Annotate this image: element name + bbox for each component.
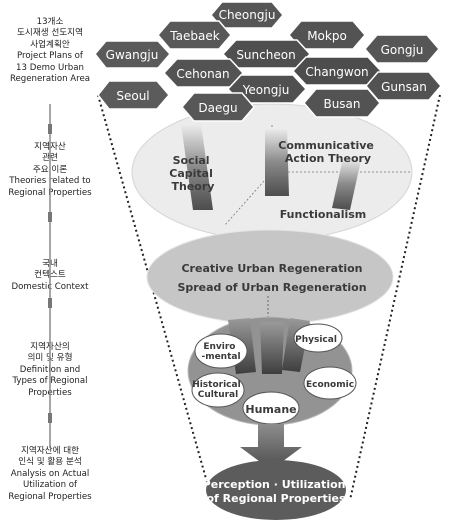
communicative-action-line: Action Theory <box>285 152 371 165</box>
down-arrow <box>240 424 302 470</box>
domestic-line-creative: Creative Urban Regeneration <box>181 262 362 275</box>
property-humane: Humane <box>242 391 300 425</box>
city-hexagon-seoul: Seoul <box>97 80 170 110</box>
timeline-marker <box>48 124 52 134</box>
timeline-marker <box>48 298 52 308</box>
communicative-action-line: Communicative <box>278 139 374 152</box>
result-line: of Regional Properties <box>207 492 346 505</box>
city-label: Changwon <box>305 65 368 79</box>
city-label: Yeongju <box>242 83 290 97</box>
city-hexagon-yeongju: Yeongju <box>226 74 308 104</box>
city-hexagon-busan: Busan <box>303 88 381 118</box>
timeline-marker <box>48 413 52 423</box>
property-types-layer: Enviro -mental Physical Historical Cultu… <box>187 316 357 426</box>
left-label-line: 13개소 <box>36 17 64 27</box>
left-label-line: 지역자산에 대한 <box>20 446 80 456</box>
property-physical: Physical <box>293 323 343 353</box>
left-label-line: Regeneration Area <box>9 74 91 85</box>
property-label: Enviro -mental <box>201 342 240 362</box>
city-hexagon-gunsan: Gunsan <box>365 71 442 101</box>
property-label: Humane <box>245 403 296 416</box>
property-label: Historical Cultural <box>192 380 244 400</box>
left-label-line: 13 Demo Urban <box>16 62 84 73</box>
city-label: Cehonan <box>176 67 229 81</box>
left-label-demo-areas: 13개소 도시재생 선도지역 사업계획안 Project Plans of 13… <box>0 17 100 85</box>
social-capital-line: Capital <box>169 167 213 180</box>
funnel-left-edge <box>97 94 213 501</box>
city-label: Gongju <box>381 43 424 57</box>
city-label: Daegu <box>198 101 237 115</box>
property-label-line: Cultural <box>198 390 238 400</box>
domestic-ellipse <box>146 229 394 325</box>
funnel-right-edge <box>349 94 441 501</box>
functionalism-strip <box>332 158 361 210</box>
timeline-marker <box>48 212 52 222</box>
social-capital-line: Social <box>173 154 210 167</box>
left-label-line: 인식 및 활용 분석 <box>18 457 82 468</box>
city-hexagon-daegu: Daegu <box>181 92 255 122</box>
city-hexagon-changwon: Changwon <box>291 56 383 86</box>
domestic-layer: Creative Urban Regeneration Spread of Ur… <box>146 229 394 325</box>
property-label: Physical <box>295 335 337 345</box>
left-timeline <box>48 104 52 448</box>
property-label-line: -mental <box>201 352 240 362</box>
city-hexagon-gwangju: Gwangju <box>94 40 172 69</box>
city-label: Cheongju <box>219 8 276 22</box>
city-cluster: Cheongju Taebaek Mokpo Gwangju Suncheon … <box>94 1 442 122</box>
left-label-analysis: 지역자산에 대한 인식 및 활용 분석 Analysis on Actual U… <box>0 446 100 503</box>
city-label: Taebaek <box>169 29 219 43</box>
city-hexagon-gongju: Gongju <box>364 34 440 64</box>
left-label-line: 사업계획안 <box>30 39 70 50</box>
city-label: Gunsan <box>381 80 427 94</box>
left-label-line: 도시재생 선도지역 <box>17 28 83 39</box>
result-layer: Perception · Utilization of Regional Pro… <box>203 460 350 520</box>
city-label: Gwangju <box>106 48 159 62</box>
communicative-action-label: Communicative Action Theory <box>278 139 377 165</box>
left-label-line: Utilization of <box>22 480 78 491</box>
result-line: Perception · Utilization <box>203 478 346 491</box>
functionalism-label: Functionalism <box>280 208 367 221</box>
property-economic: Economic <box>303 366 357 400</box>
property-environmental: Enviro -mental <box>194 333 248 369</box>
city-label: Mokpo <box>307 29 347 43</box>
property-label-line: Enviro <box>203 342 235 352</box>
city-hexagon-mokpo: Mokpo <box>288 20 366 50</box>
city-hexagon-cehonan: Cehonan <box>162 58 245 88</box>
property-strip <box>260 322 284 374</box>
city-label: Seoul <box>116 89 149 103</box>
left-label-line: Project Plans of <box>17 51 83 62</box>
left-label-line: Analysis on Actual <box>10 468 90 479</box>
result-ellipse <box>206 460 346 520</box>
property-label-line: Historical <box>192 380 240 390</box>
city-label: Suncheon <box>236 48 295 62</box>
city-label: Busan <box>323 97 360 111</box>
communicative-action-strip <box>265 128 289 196</box>
left-label-line: Regional Properties <box>8 491 92 502</box>
theories-layer: Social Capital Theory Communicative Acti… <box>131 103 413 241</box>
result-label: Perception · Utilization of Regional Pro… <box>203 478 350 505</box>
city-hexagon-taebaek: Taebaek <box>157 20 232 50</box>
domestic-line-spread: Spread of Urban Regeneration <box>177 281 366 294</box>
property-label: Economic <box>306 380 354 390</box>
social-capital-label: Social Capital Theory <box>169 154 216 193</box>
city-hexagon-suncheon: Suncheon <box>221 39 312 69</box>
social-capital-strip <box>181 124 213 210</box>
social-capital-line: Theory <box>172 180 215 193</box>
property-historical-cultural: Historical Cultural <box>191 372 245 408</box>
